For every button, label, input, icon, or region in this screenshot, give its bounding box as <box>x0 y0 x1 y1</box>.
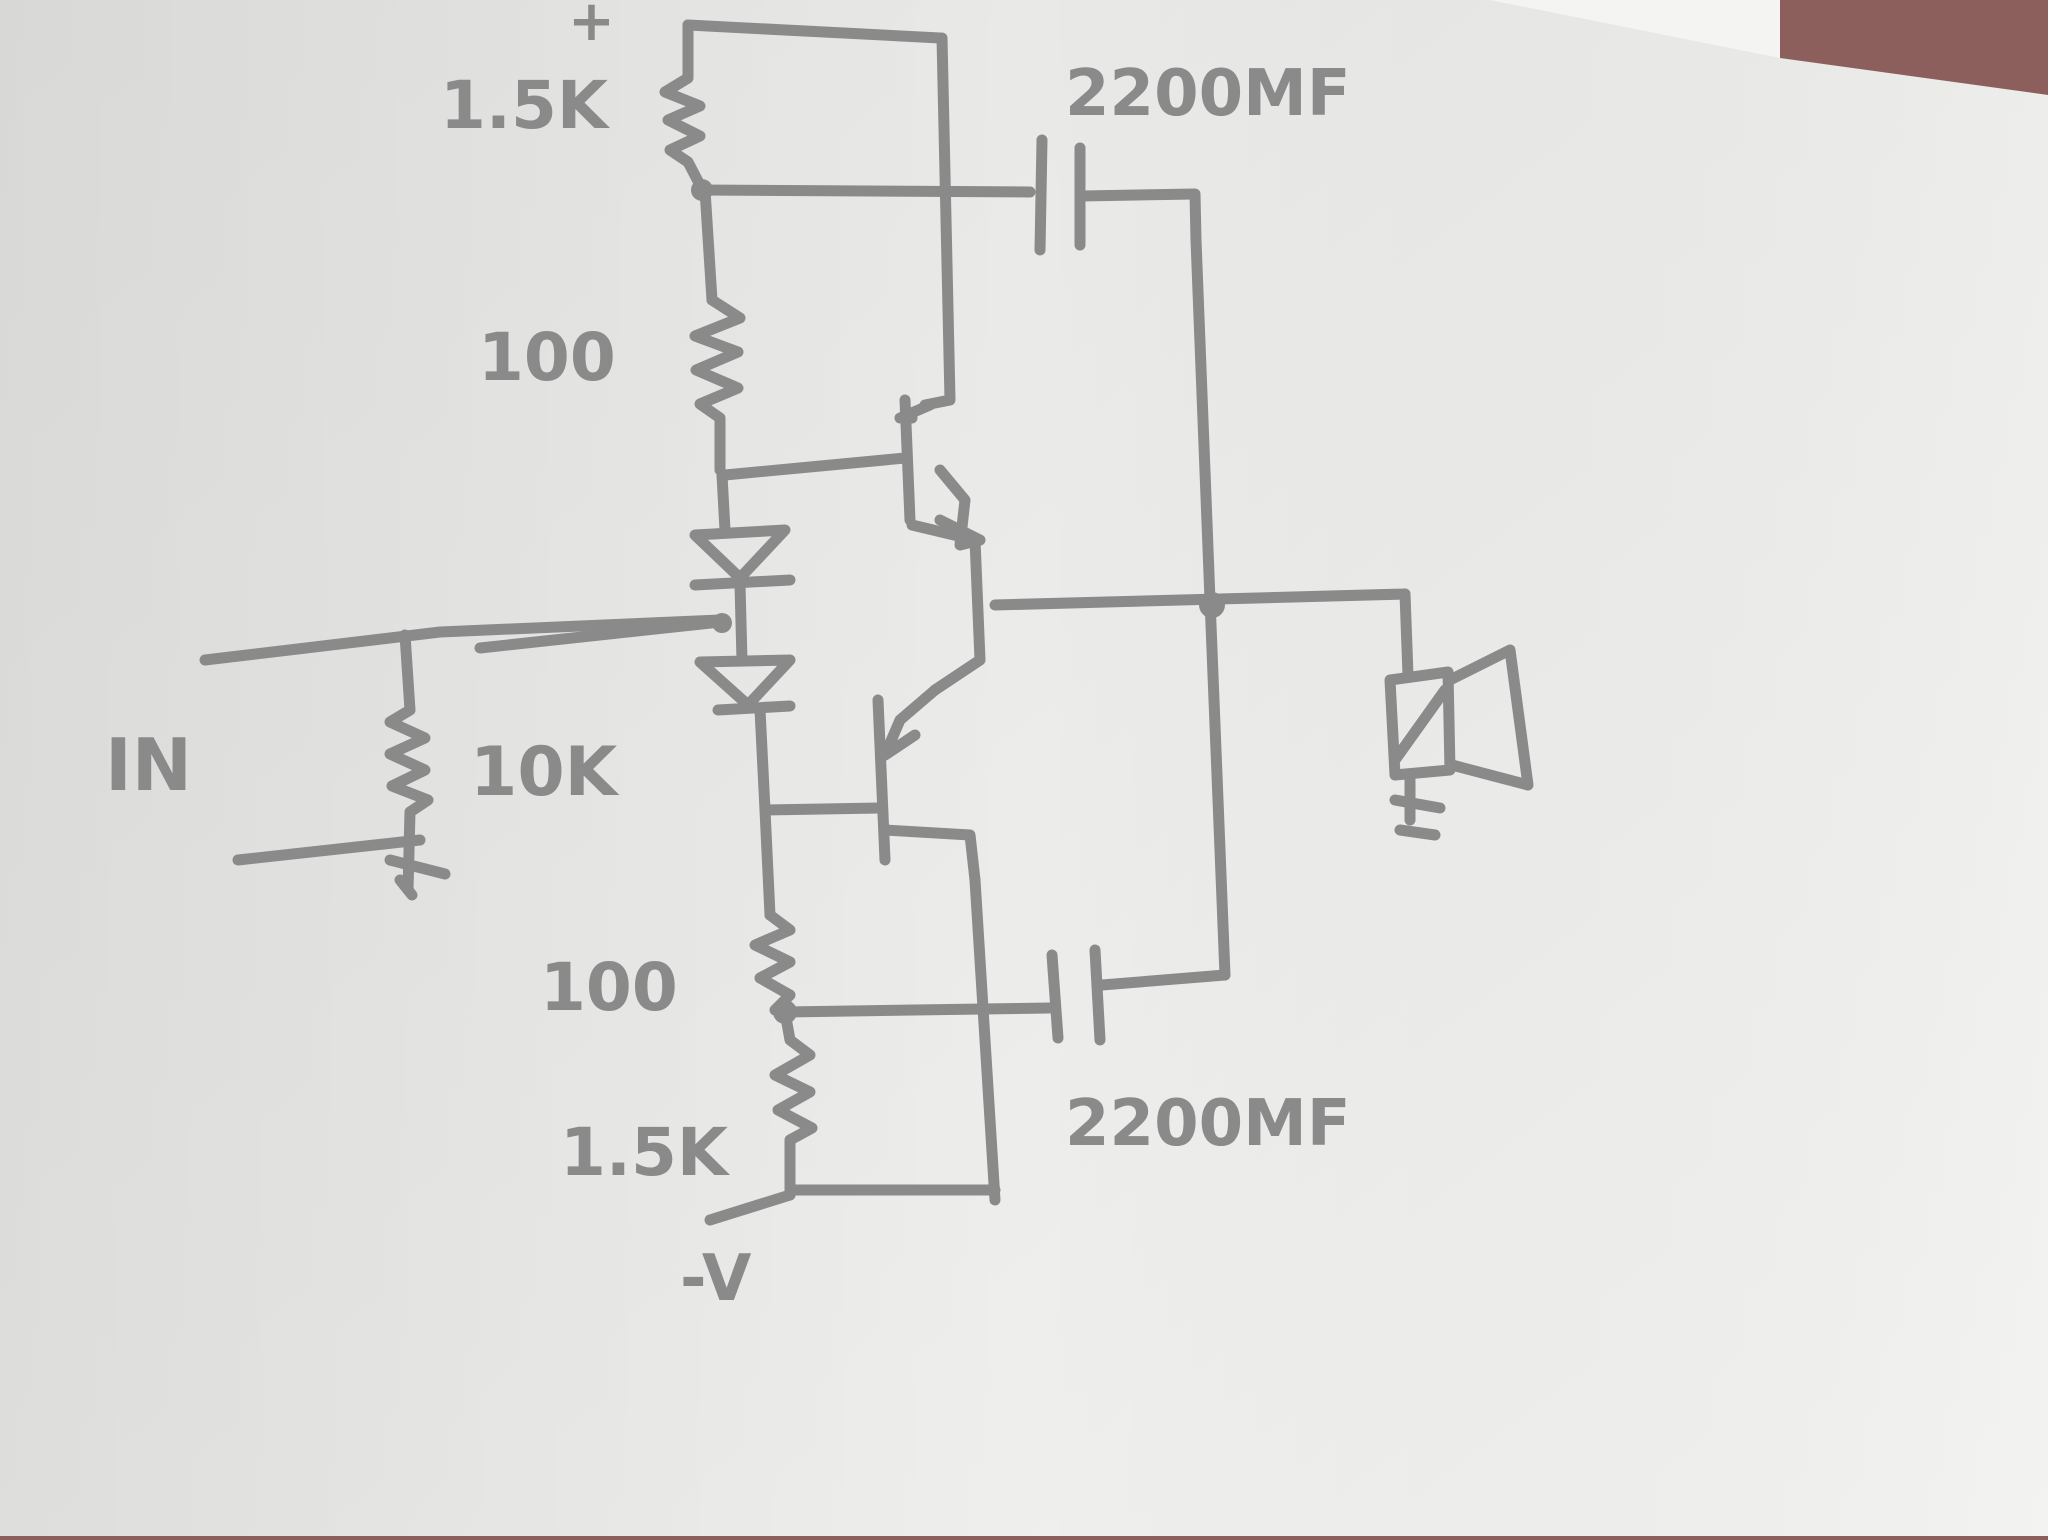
wire-diodes-mid <box>734 579 748 666</box>
wire-top-to-cap <box>694 184 1036 198</box>
wire-emitter-to-lower <box>929 534 986 696</box>
label-r-top-outer: 1.5K <box>440 67 611 144</box>
wire-output-node <box>989 588 1411 611</box>
speaker-ground <box>1389 774 1446 841</box>
label-c-bottom: 2200MF <box>1065 1087 1351 1161</box>
top-rail-wire <box>682 19 946 44</box>
label-r-bottom-outer: 1.5K <box>560 1114 731 1191</box>
input-ground <box>384 854 451 880</box>
junction-dot-output <box>1199 592 1225 618</box>
label-c-top: 2200MF <box>1065 57 1351 131</box>
wire-bottom-to-cap <box>779 1002 1056 1018</box>
input-ground-tick <box>394 874 418 901</box>
wire-right-vertical-lower <box>1204 594 1231 981</box>
cap-bottom-plate-a <box>1046 949 1064 1044</box>
wire-to-r100-lower <box>759 804 776 921</box>
wire-upper-base <box>719 452 911 481</box>
resistor-bottom-outer <box>769 1006 818 1201</box>
wire-lower-base <box>759 802 886 816</box>
junction-dot-top <box>691 179 713 201</box>
resistor-top-outer <box>659 54 706 191</box>
input-wire-top-b <box>474 616 726 654</box>
wire-diode-down <box>754 704 771 816</box>
wire-right-vertical <box>1190 234 1216 606</box>
label-vplus: + <box>568 0 615 54</box>
speaker-coil <box>1389 684 1451 766</box>
resistor-input <box>384 629 434 896</box>
upper-emitter-arrow <box>934 464 986 551</box>
wire-to-diode-upper <box>716 469 731 536</box>
label-r-input: 10K <box>470 733 620 812</box>
wire-speaker-top <box>1399 588 1414 681</box>
lower-emitter-arrow <box>879 684 941 761</box>
label-input: IN <box>105 723 192 807</box>
diode-upper-triangle <box>689 524 791 584</box>
upper-transistor-collector <box>894 399 936 424</box>
cap-bottom-plate-b <box>1089 944 1106 1046</box>
label-vminus: -V <box>680 1242 752 1316</box>
speaker-cone <box>1444 644 1534 791</box>
input-wire-top <box>199 614 726 666</box>
label-r-bottom-inner: 100 <box>540 949 678 1026</box>
resistor-top-inner <box>689 294 746 476</box>
junction-dots <box>691 179 1225 1024</box>
lower-transistor-collector <box>879 824 981 886</box>
labels: + 1.5K 2200MF 100 IN 10K 100 1.5K 2200MF… <box>105 0 1351 1316</box>
input-wire-bottom <box>232 834 426 866</box>
wire-cap-bottom-right <box>1096 969 1231 991</box>
vminus-wire <box>704 1189 796 1226</box>
wire-lower-collector-rail <box>969 874 1001 1206</box>
lower-transistor-bar <box>872 694 891 866</box>
wire-cap-top-right <box>1076 188 1202 246</box>
cap-top-plate-a <box>1034 134 1048 256</box>
label-r-top-inner: 100 <box>478 319 616 396</box>
junction-dot-input <box>712 613 732 633</box>
circuit-wires <box>199 19 1534 1226</box>
diode-lower-bar <box>712 700 796 716</box>
resistor-bottom-inner <box>749 909 796 1016</box>
wire-to-r100-upper <box>699 184 718 306</box>
diode-lower-triangle <box>694 654 796 711</box>
junction-dot-bottom <box>773 1000 797 1024</box>
